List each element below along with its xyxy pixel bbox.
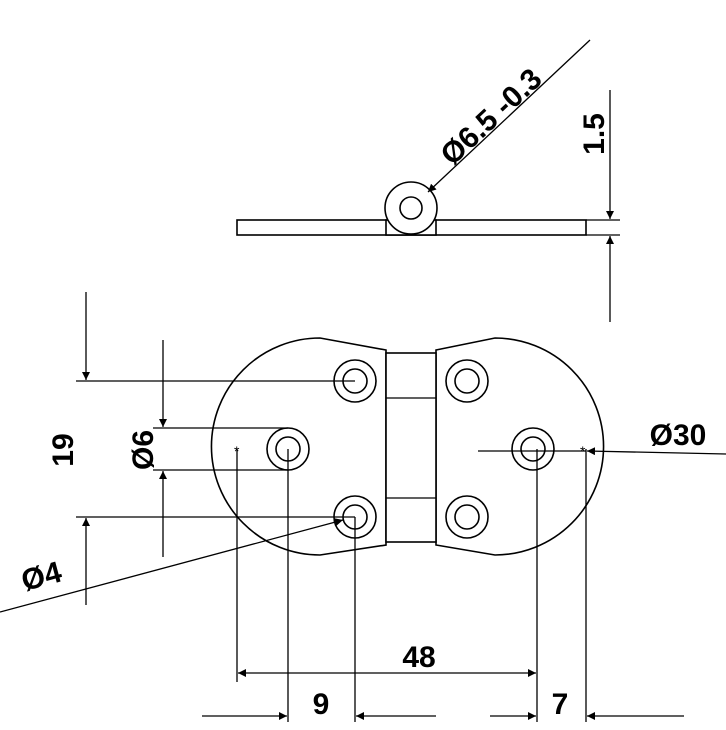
hole — [511, 427, 555, 471]
dim-d4-label: Ø4 — [18, 556, 66, 598]
dim-d6-label: Ø6 — [127, 430, 160, 470]
hole — [445, 359, 489, 403]
dim-d30-leader — [586, 447, 726, 456]
top-view: * * 19 Ø6 Ø4 Ø30 48 9 — [0, 292, 726, 722]
dim-d30-label: Ø30 — [650, 419, 707, 452]
thickness-label: 1.5 — [578, 113, 611, 155]
dim-9-label: 9 — [313, 688, 330, 721]
side-view: Ø6.5 -0.3 1.5 — [236, 39, 620, 322]
dim-48-label: 48 — [402, 641, 435, 674]
pin-leader-line — [427, 39, 591, 193]
hole — [445, 495, 489, 539]
pin-circle — [399, 196, 423, 220]
pin-diameter-label: Ø6.5 -0.3 — [435, 62, 549, 171]
dim-19-label: 19 — [47, 433, 80, 466]
dim-7-label: 7 — [552, 688, 569, 721]
dim-d4-leader — [0, 518, 344, 613]
knuckle-body — [385, 352, 437, 543]
